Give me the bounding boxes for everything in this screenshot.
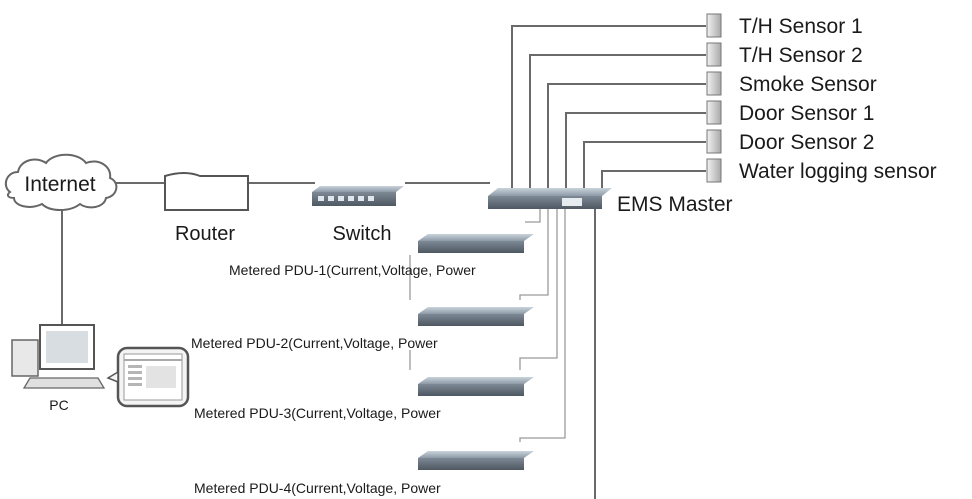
pdu-item: Metered PDU-1(Current,Voltage, Power: [229, 234, 534, 278]
sensor-label: T/H Sensor 1: [739, 15, 863, 38]
pdu-4-wire: [519, 205, 566, 442]
router-device: Router: [164, 172, 249, 245]
switch-label: Switch: [333, 223, 392, 245]
pc-tower-icon: [11, 339, 39, 377]
pdu-label: Metered PDU-2(Current,Voltage, Power: [191, 335, 438, 351]
cloud-icon: [4, 153, 118, 211]
pdu-label: Metered PDU-3(Current,Voltage, Power: [194, 405, 441, 421]
pdu-top: [418, 234, 534, 241]
pc-keyboard-icon: [22, 377, 106, 389]
ems-master-label: EMS Master: [617, 193, 733, 216]
sensor-label: Door Sensor 2: [739, 131, 874, 154]
sensor-item: Door Sensor 2: [706, 129, 874, 154]
pdu-item: Metered PDU-3(Current,Voltage, Power: [194, 377, 534, 421]
pc-label: PC: [49, 397, 68, 413]
sensor-item: Smoke Sensor: [706, 71, 877, 96]
sensor-icon: [706, 158, 722, 183]
sensor-list: T/H Sensor 1 T/H Sensor 2 Smoke Sensor D…: [706, 13, 937, 183]
pdu-1-wire: [525, 205, 541, 223]
pdu-icon: [418, 241, 524, 253]
sensor-2-wire: [529, 54, 706, 190]
pdu-list: Metered PDU-1(Current,Voltage, Power Met…: [191, 234, 534, 496]
sensor-1-wire: [511, 25, 706, 190]
switch-top: [312, 186, 404, 192]
sensor-item: Door Sensor 1: [706, 100, 874, 125]
pdu-3-wire: [519, 205, 558, 370]
pdu-icon: [418, 458, 524, 470]
sensor-icon: [706, 13, 722, 38]
sensor-6-wire: [601, 170, 706, 190]
connection-lines: [61, 25, 706, 499]
ems-top: [488, 188, 612, 196]
pdu-icon: [418, 384, 524, 396]
sensor-label: Smoke Sensor: [739, 73, 877, 96]
sensor-3-wire: [547, 83, 706, 190]
sensor-icon: [706, 71, 722, 96]
pdu-icon: [418, 314, 524, 326]
pdu-item: Metered PDU-4(Current,Voltage, Power: [194, 451, 534, 496]
router-label: Router: [175, 223, 235, 245]
internet-label: Internet: [24, 173, 95, 196]
pc-device: PC: [11, 324, 190, 413]
sensor-label: Door Sensor 1: [739, 102, 874, 125]
ems-master-device: EMS Master: [488, 188, 733, 216]
pdu-label: Metered PDU-4(Current,Voltage, Power: [194, 480, 441, 496]
pc-screen-icon: [46, 331, 88, 363]
sensor-icon: [706, 100, 722, 125]
ems-display-icon: [562, 198, 582, 206]
pdu-top: [418, 377, 534, 384]
router-icon: [164, 172, 249, 211]
callout-pointer-icon: [106, 370, 119, 384]
pdu-top: [418, 307, 534, 314]
sensor-icon: [706, 42, 722, 67]
sensor-label: T/H Sensor 2: [739, 44, 863, 67]
sensor-5-wire: [583, 141, 706, 190]
switch-device: Switch: [312, 186, 404, 245]
sensor-item: T/H Sensor 2: [706, 42, 863, 67]
pdu-item: Metered PDU-2(Current,Voltage, Power: [191, 307, 534, 351]
internet-cloud: Internet: [4, 153, 118, 211]
sensor-item: Water logging sensor: [706, 158, 937, 183]
pdu-2-wire: [519, 205, 549, 300]
pdu-top: [418, 451, 534, 458]
pdu-label: Metered PDU-1(Current,Voltage, Power: [229, 262, 476, 278]
sensor-icon: [706, 129, 722, 154]
ems-master-icon: [488, 196, 602, 209]
sensor-4-wire: [565, 112, 706, 190]
sensor-label: Water logging sensor: [739, 160, 937, 183]
sensor-item: T/H Sensor 1: [706, 13, 863, 38]
